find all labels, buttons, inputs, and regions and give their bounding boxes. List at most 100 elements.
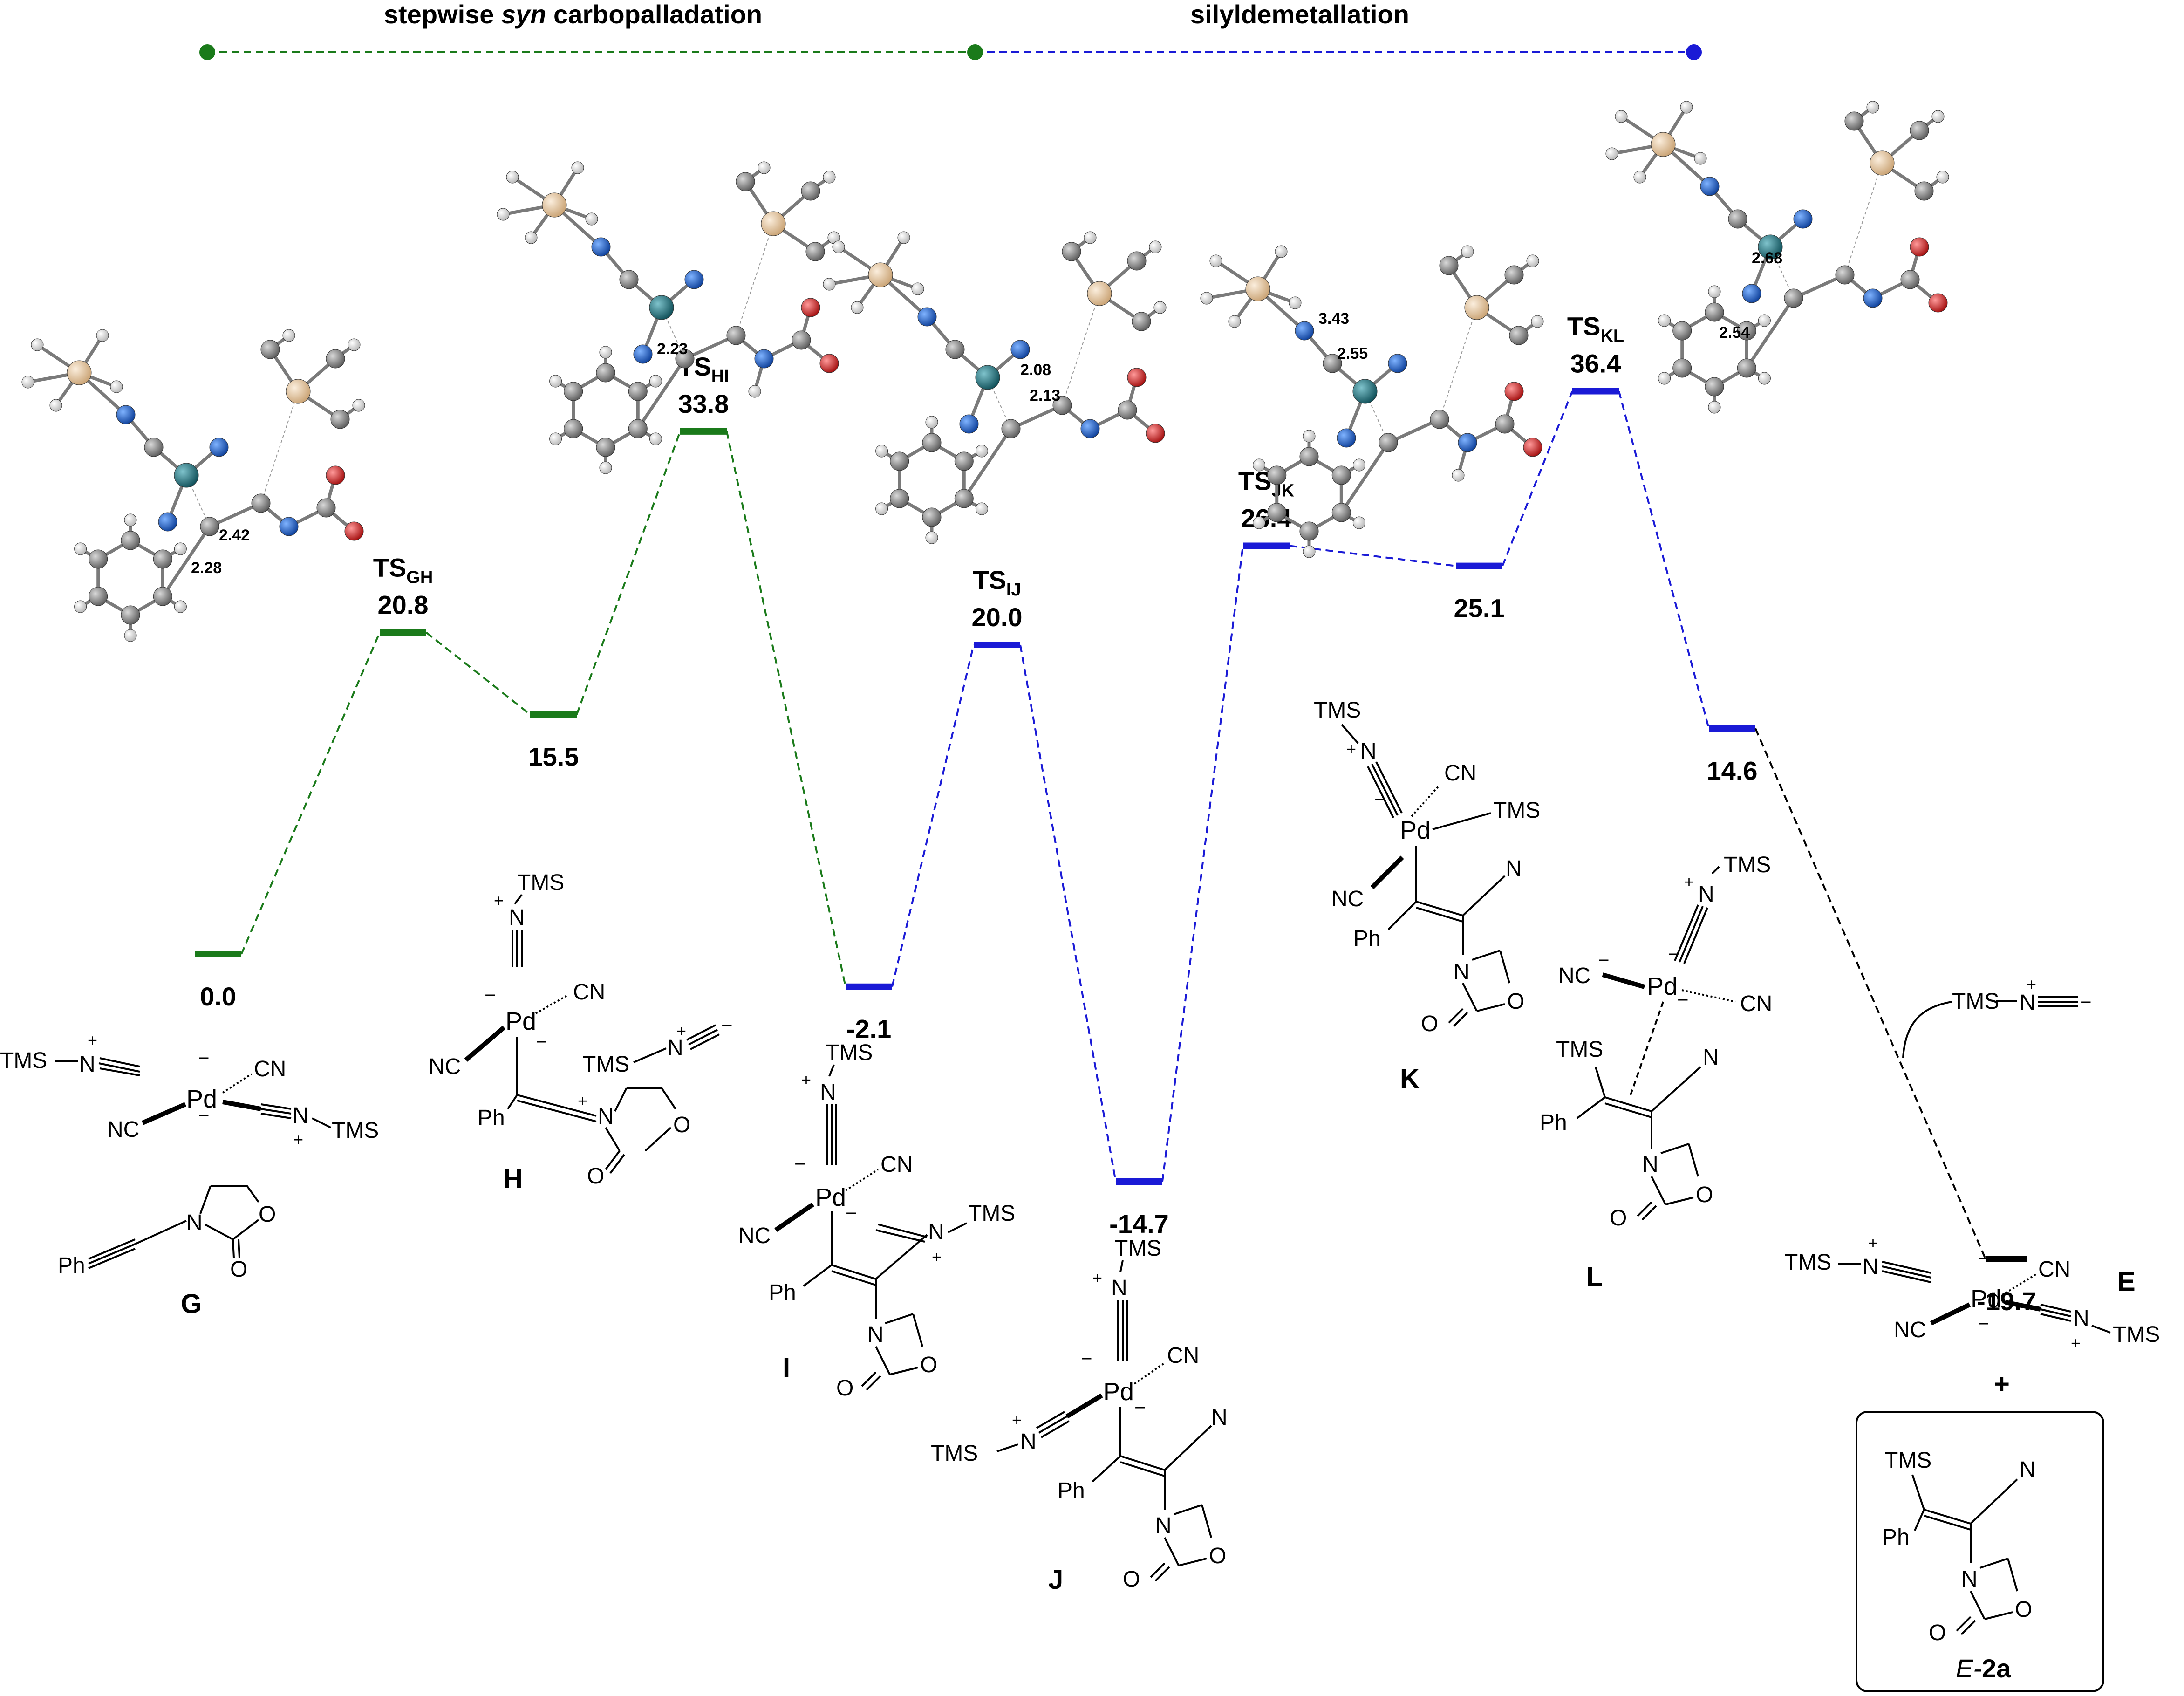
svg-text:−: − [198,1104,210,1126]
svg-text:Pd: Pd [1400,816,1431,844]
connector-j-tsjk [1161,546,1244,1182]
free-tms-isocyanide: TMS N + − [1902,975,2092,1058]
svg-text:−: − [1978,1313,1989,1334]
svg-text:N: N [928,1220,944,1245]
distance-label: 2.08 [1020,361,1051,379]
connector-h-tshi [576,431,681,715]
svg-text:O: O [920,1353,937,1377]
svg-text:O: O [230,1257,247,1282]
svg-text:TMS: TMS [1314,698,1361,723]
connector-i-tsij [891,644,975,987]
svg-text:O: O [1696,1183,1713,1207]
svg-text:TMS: TMS [0,1048,47,1073]
svg-text:+: + [1868,1233,1878,1252]
model-tsgh: 2.422.28 [21,329,365,642]
energy-levels [195,388,2027,1263]
svg-text:−: − [2080,991,2092,1013]
label-g: G [181,1289,202,1319]
molecular-models: 2.422.282.232.082.133.432.552.682.54 [21,101,1949,642]
value-tskl: 36.4 [1570,349,1621,378]
svg-text:−: − [1598,949,1610,971]
svg-text:O: O [1209,1544,1226,1568]
svg-text:NC: NC [107,1117,139,1142]
svg-text:−: − [721,1014,733,1036]
phase-header: stepwise syn carbopalladation silyldemet… [199,0,1702,60]
energy-connectors [240,390,1986,1259]
svg-text:Ph: Ph [769,1280,796,1305]
ts-label-tsjk: TSJK [1238,466,1295,501]
svg-text:TMS: TMS [517,870,564,895]
svg-text:Ph: Ph [478,1106,505,1130]
svg-text:Ph: Ph [58,1253,85,1278]
svg-text:O: O [1610,1206,1627,1231]
svg-text:Pd: Pd [1103,1378,1134,1406]
chemical-structures: TMS N + Pd − − CN NC N + TMS Ph [0,698,2160,1692]
svg-text:−: − [485,984,496,1006]
svg-text:TMS: TMS [931,1441,978,1466]
energy-value-labels: 0.020.8TSGH15.533.8TSHI-2.120.0TSIJ-14.7… [200,312,2036,1316]
svg-text:+: + [578,1091,587,1110]
svg-text:−: − [846,1202,857,1224]
distance-label: 2.55 [1337,345,1368,362]
connector-tshi-i [726,431,846,987]
svg-text:O: O [259,1202,276,1227]
svg-text:N: N [2073,1306,2089,1331]
svg-text:CN: CN [254,1057,286,1081]
svg-text:TMS: TMS [1724,853,1771,877]
distance-label: 2.28 [191,559,222,577]
svg-text:N: N [186,1210,203,1235]
svg-text:Ph: Ph [1058,1478,1085,1503]
svg-text:N: N [867,1322,884,1347]
value-k: 25.1 [1454,594,1505,623]
svg-text:O: O [1929,1621,1946,1645]
svg-text:CN: CN [880,1152,913,1177]
svg-text:N: N [2020,991,2036,1015]
structure-j: TMS + N Pd − − CN N + TMS N Ph [931,1236,1228,1595]
connector-tskl-l [1618,391,1710,729]
svg-text:−: − [1978,1247,1989,1269]
svg-text:CN: CN [1444,761,1476,786]
svg-text:+: + [1012,1410,1022,1429]
svg-text:TMS: TMS [968,1201,1015,1226]
phase2-end-dot [1686,44,1702,60]
distance-label: 2.13 [1030,387,1060,404]
svg-text:CN: CN [2038,1257,2070,1282]
svg-text:−: − [794,1153,806,1175]
svg-text:CN: CN [1740,992,1772,1016]
svg-text:N: N [1211,1405,1228,1430]
value-tsij: 20.0 [972,602,1023,632]
svg-text:TMS: TMS [1952,989,1999,1014]
svg-text:+: + [932,1247,942,1266]
svg-text:+: + [676,1021,686,1040]
svg-text:TMS: TMS [1114,1236,1161,1261]
value-tsgh: 20.8 [378,590,429,619]
svg-text:O: O [1421,1012,1438,1036]
structure-e: TMS N + Pd − − CN NC N + TMS E + [1784,1233,2160,1399]
svg-text:N: N [820,1080,836,1105]
value-j: -14.7 [1109,1209,1169,1238]
svg-text:TMS: TMS [582,1052,629,1077]
model-tsij: 2.08 2.13 [823,231,1167,544]
svg-text:Ph: Ph [1882,1525,1910,1550]
svg-text:Pd: Pd [1647,972,1678,1000]
value-g: 0.0 [200,982,236,1011]
connector-k-tskl [1502,390,1573,567]
svg-text:N: N [1961,1567,1978,1592]
distance-label: 2.68 [1752,249,1782,267]
plus-sign: + [1994,1369,2010,1399]
svg-text:+: + [1092,1268,1102,1287]
svg-text:TMS: TMS [1784,1250,1831,1275]
model-tsjk: 3.432.55 [1200,245,1544,558]
svg-text:Ph: Ph [1540,1110,1567,1135]
svg-text:O: O [1123,1567,1140,1592]
svg-text:N: N [2020,1457,2036,1482]
phase2-title: silyldemetallation [1190,0,1409,29]
svg-text:O: O [1507,989,1524,1014]
svg-text:−: − [1677,989,1689,1011]
svg-text:N: N [1703,1045,1719,1070]
svg-text:+: + [801,1070,811,1089]
model-tskl: 2.682.54 [1605,101,1949,414]
connector-tsgh-h [425,631,531,715]
svg-text:TMS: TMS [1493,798,1540,823]
